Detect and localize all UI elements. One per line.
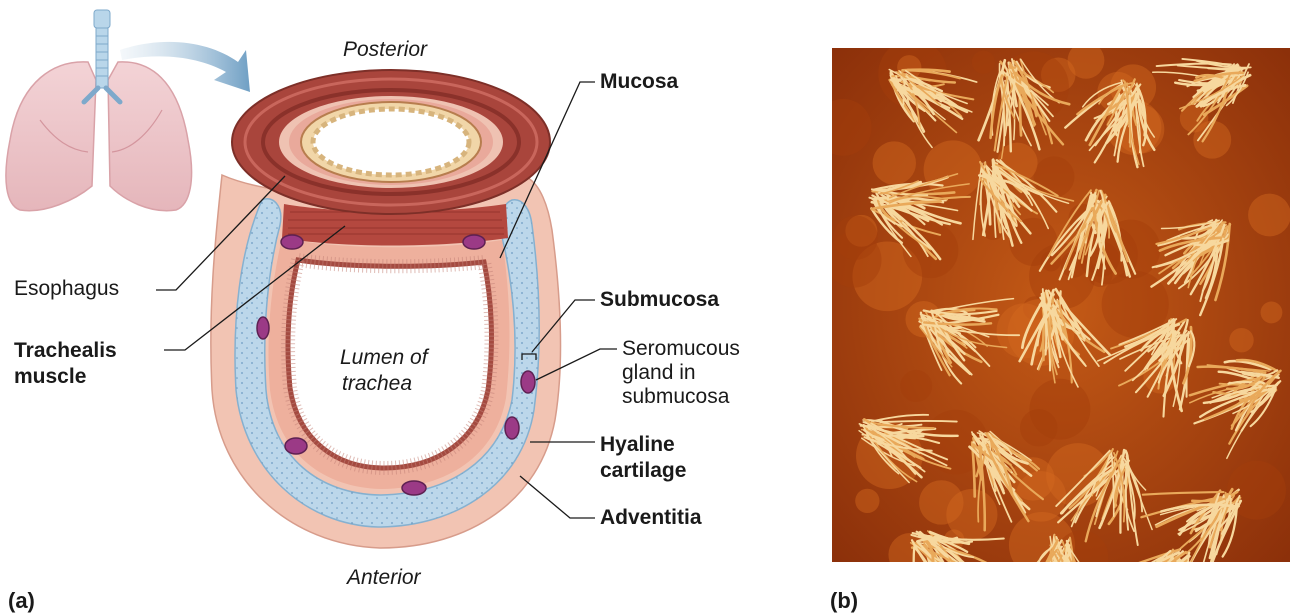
posterior-label: Posterior (343, 38, 427, 62)
cell-surface-texture (855, 489, 879, 513)
submucosa-label: Submucosa (600, 288, 719, 312)
hyaline-label-line-2: cartilage (600, 458, 686, 484)
seromucous-label-line-3: submucosa (622, 385, 740, 409)
panel-a-tag: (a) (8, 588, 35, 614)
cell-surface-texture (972, 51, 995, 74)
cell-surface-texture (815, 99, 872, 156)
cell-surface-texture (900, 370, 932, 402)
cell-surface-texture (834, 216, 878, 260)
cell-surface-texture (1248, 194, 1290, 237)
cilia-micrograph (815, 39, 1290, 616)
hyaline-label-line-1: Hyaline (600, 432, 686, 458)
cell-surface-texture (1261, 302, 1283, 324)
seromucous-label-line-2: gland in (622, 361, 740, 385)
lumen-label-line-2: trachea (340, 371, 428, 397)
trachealis-label-line-2: muscle (14, 364, 117, 390)
cell-surface-texture (873, 141, 916, 184)
trachealis-muscle-label: Trachealis muscle (14, 338, 117, 390)
esophagus-cross-section (232, 70, 550, 214)
adventitia-label: Adventitia (600, 506, 702, 530)
trachealis-label-line-1: Trachealis (14, 338, 117, 364)
mucosa-label: Mucosa (600, 70, 678, 94)
hyaline-cartilage-label: Hyaline cartilage (600, 432, 686, 484)
lumen-label-line-1: Lumen of (340, 345, 428, 371)
seromucous-gland-label: Seromucous gland in submucosa (622, 337, 740, 409)
trachea-cross-section (211, 70, 561, 548)
cell-surface-texture (1101, 220, 1160, 279)
esophagus-label: Esophagus (14, 277, 119, 301)
panel-b-tag: (b) (830, 588, 858, 614)
seromucous-label-line-1: Seromucous (622, 337, 740, 361)
cell-surface-texture (946, 489, 997, 540)
lungs-inset-icon (6, 10, 192, 211)
anterior-label: Anterior (347, 566, 421, 590)
cell-surface-texture (1029, 379, 1090, 440)
lumen-label: Lumen of trachea (340, 345, 428, 397)
cell-surface-texture (1229, 328, 1253, 352)
